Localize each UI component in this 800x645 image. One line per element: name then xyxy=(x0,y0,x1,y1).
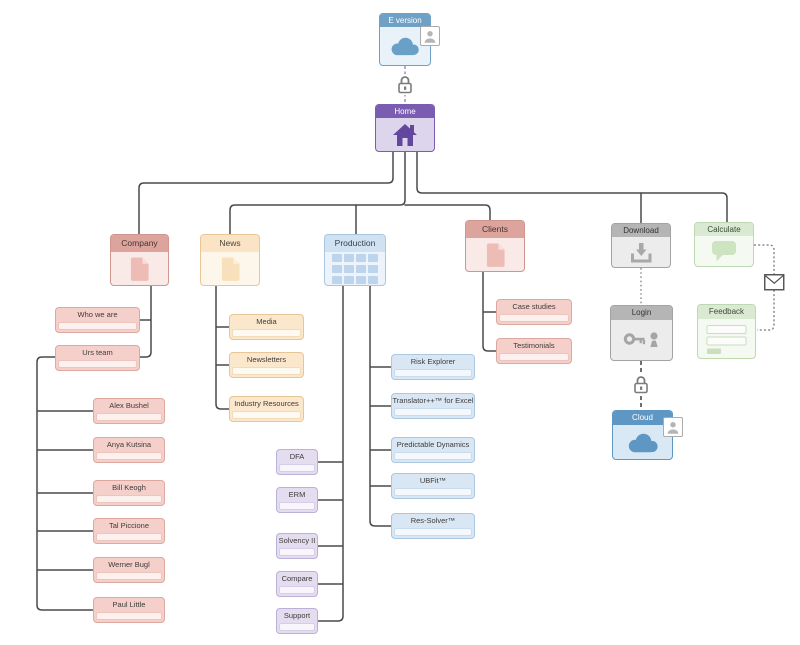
table-grid-icon xyxy=(332,253,378,284)
leaf-label: Alex Bushel xyxy=(109,401,149,410)
envelope-icon xyxy=(764,274,785,291)
user-badge-icon xyxy=(420,26,440,46)
connector-home-news xyxy=(229,151,406,235)
node-production-label: Production xyxy=(325,235,385,252)
leaf-label: DFA xyxy=(289,452,305,461)
connector-company-pages xyxy=(139,285,152,358)
leaf-label: Case studies xyxy=(512,302,556,311)
cloud-icon xyxy=(628,433,658,452)
leaf-predictable-dynamics[interactable]: Predictable Dynamics xyxy=(391,437,475,463)
leaf-res-solver[interactable]: Res-Solver™ xyxy=(391,513,475,539)
leaf-label: Predictable Dynamics xyxy=(396,440,470,449)
leaf-label: Paul Little xyxy=(112,600,146,609)
node-login[interactable]: Login xyxy=(610,305,673,361)
leaf-label: Compare xyxy=(281,574,313,583)
leaf-label: Support xyxy=(283,611,311,620)
leaf-label: Translator++™ for Excel xyxy=(392,396,474,405)
leaf-newsletters[interactable]: Newsletters xyxy=(229,352,304,378)
leaf-label: Bill Keogh xyxy=(112,483,146,492)
connector-home-right-branch xyxy=(416,151,728,223)
connector-clients-pages xyxy=(482,271,497,352)
leaf-team-member[interactable]: Alex Bushel xyxy=(93,398,165,424)
node-news-label: News xyxy=(201,235,259,252)
connector-news-pages xyxy=(215,285,230,410)
leaf-team-member[interactable]: Paul Little xyxy=(93,597,165,623)
leaf-label: Testimonials xyxy=(513,341,555,350)
speech-bubble-icon xyxy=(712,240,736,261)
leaf-media[interactable]: Media xyxy=(229,314,304,340)
node-production[interactable]: Production xyxy=(324,234,386,286)
padlock-icon xyxy=(397,74,413,95)
leaf-case-studies[interactable]: Case studies xyxy=(496,299,572,325)
leaf-urs-team[interactable]: Urs team xyxy=(55,345,140,371)
leaf-industry-resources[interactable]: Industry Resources xyxy=(229,396,304,422)
leaf-translator-for-excel[interactable]: Translator++™ for Excel xyxy=(391,393,475,419)
leaf-testimonials[interactable]: Testimonials xyxy=(496,338,572,364)
leaf-label: Solvency II xyxy=(278,536,316,545)
key-icon xyxy=(623,332,658,347)
leaf-team-member[interactable]: Anya Kutsina xyxy=(93,437,165,463)
node-login-label: Login xyxy=(611,306,672,320)
connector-production-products xyxy=(369,285,392,527)
leaf-label: Res-Solver™ xyxy=(410,516,456,525)
leaf-label: Urs team xyxy=(82,348,113,357)
leaf-label: Tal Piccione xyxy=(108,521,150,530)
node-news[interactable]: News xyxy=(200,234,260,286)
node-company[interactable]: Company xyxy=(110,234,169,286)
leaf-label: Risk Explorer xyxy=(410,357,456,366)
leaf-label: Werner Bugl xyxy=(108,560,150,569)
leaf-label: Media xyxy=(256,317,277,326)
leaf-label: Industry Resources xyxy=(234,399,299,408)
connector-production-categories xyxy=(317,285,344,622)
user-badge-icon xyxy=(663,417,683,437)
node-e-version[interactable]: E version xyxy=(379,13,440,66)
node-calculate[interactable]: Calculate xyxy=(694,222,754,267)
leaf-erm[interactable]: ERM xyxy=(276,487,318,513)
leaf-label: Anya Kutsina xyxy=(106,440,152,449)
document-icon xyxy=(221,257,240,281)
connector-home-clients xyxy=(404,204,491,221)
connector-team-members xyxy=(36,356,94,611)
node-home[interactable]: Home xyxy=(375,104,435,152)
node-e-version-label: E version xyxy=(380,14,430,27)
leaf-team-member[interactable]: Tal Piccione xyxy=(93,518,165,544)
node-feedback-label: Feedback xyxy=(698,305,755,319)
leaf-label: Newsletters xyxy=(246,355,287,364)
leaf-team-member[interactable]: Werner Bugl xyxy=(93,557,165,583)
cloud-icon xyxy=(391,37,419,56)
leaf-risk-explorer[interactable]: Risk Explorer xyxy=(391,354,475,380)
leaf-support[interactable]: Support xyxy=(276,608,318,634)
node-cloud[interactable]: Cloud xyxy=(612,410,683,460)
node-cloud-label: Cloud xyxy=(613,411,672,425)
leaf-label: ERM xyxy=(288,490,306,499)
download-icon xyxy=(630,243,651,263)
node-company-label: Company xyxy=(111,235,168,252)
document-icon xyxy=(130,257,149,281)
leaf-solvency-ii[interactable]: Solvency II xyxy=(276,533,318,559)
node-calculate-label: Calculate xyxy=(695,223,753,236)
node-home-label: Home xyxy=(376,105,434,118)
node-download-label: Download xyxy=(612,224,670,237)
leaf-ubfit[interactable]: UBFit™ xyxy=(391,473,475,499)
leaf-who-we-are[interactable]: Who we are xyxy=(55,307,140,333)
home-icon xyxy=(393,123,417,146)
leaf-label: UBFit™ xyxy=(419,476,447,485)
node-download[interactable]: Download xyxy=(611,223,671,268)
node-clients-label: Clients xyxy=(466,221,524,238)
node-feedback[interactable]: Feedback xyxy=(697,304,756,359)
connector-home-company xyxy=(138,151,394,235)
node-clients[interactable]: Clients xyxy=(465,220,525,272)
document-icon xyxy=(486,243,505,267)
leaf-team-member[interactable]: Bill Keogh xyxy=(93,480,165,506)
padlock-icon xyxy=(633,374,649,395)
leaf-dfa[interactable]: DFA xyxy=(276,449,318,475)
form-icon xyxy=(706,324,746,354)
leaf-label: Who we are xyxy=(77,310,118,319)
leaf-compare[interactable]: Compare xyxy=(276,571,318,597)
